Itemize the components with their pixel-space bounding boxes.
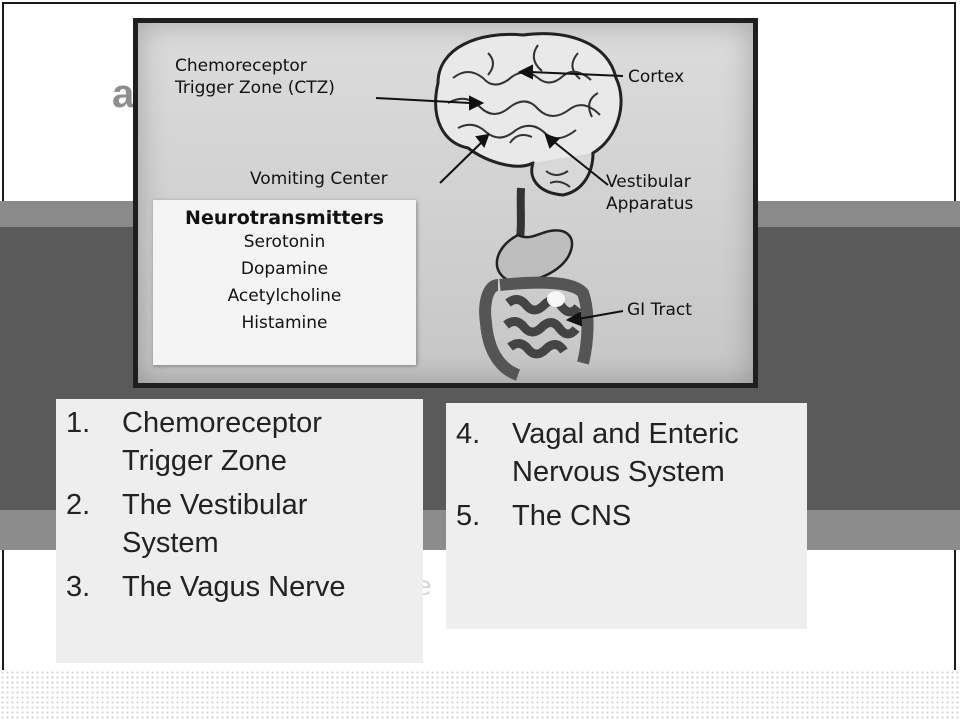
- label-cortex: Cortex: [628, 66, 684, 88]
- list-number: 2.: [66, 486, 90, 524]
- label-vestibular-apparatus: Vestibular Apparatus: [606, 171, 693, 215]
- list-item: 4. Vagal and Enteric Nervous System: [446, 415, 807, 491]
- list-text: Chemoreceptor Trigger Zone: [56, 404, 423, 480]
- label-ctz-text: Chemoreceptor Trigger Zone (CTZ): [175, 56, 335, 98]
- list-number: 4.: [456, 415, 480, 453]
- vomiting-pathways-diagram: Chemoreceptor Trigger Zone (CTZ) Cortex …: [133, 18, 758, 388]
- neurotransmitters-box: Neurotransmitters Serotonin Dopamine Ace…: [153, 200, 416, 365]
- neurotransmitter-item: Serotonin: [153, 229, 416, 256]
- list-text: The Vagus Nerve: [56, 568, 423, 606]
- neurotransmitter-item: Histamine: [153, 310, 416, 337]
- pathway-list-left: 1. Chemoreceptor Trigger Zone 2. The Ves…: [56, 399, 423, 663]
- list-item: 3. The Vagus Nerve: [56, 568, 423, 606]
- list-number: 1.: [66, 404, 90, 442]
- list-text: Vagal and Enteric Nervous System: [446, 415, 807, 491]
- neurotransmitters-title: Neurotransmitters: [153, 207, 416, 229]
- label-gi-tract: GI Tract: [627, 299, 692, 321]
- list-item: 1. Chemoreceptor Trigger Zone: [56, 404, 423, 480]
- neurotransmitter-item: Dopamine: [153, 256, 416, 283]
- list-text: The Vestibular System: [56, 486, 423, 562]
- list-number: 5.: [456, 497, 480, 535]
- slide-title-fragment: a: [112, 72, 134, 117]
- list-item: 2. The Vestibular System: [56, 486, 423, 562]
- neurotransmitter-item: Acetylcholine: [153, 283, 416, 310]
- list-item: 5. The CNS: [446, 497, 807, 535]
- label-ctz: Chemoreceptor Trigger Zone (CTZ): [175, 55, 335, 99]
- list-number: 3.: [66, 568, 90, 606]
- list-text: The CNS: [446, 497, 807, 535]
- dotted-footer: [0, 670, 960, 719]
- brain-illustration: [436, 34, 621, 195]
- gi-tract-illustration: [485, 188, 587, 375]
- pathway-list-right: 4. Vagal and Enteric Nervous System 5. T…: [446, 403, 807, 629]
- label-vomiting-center: Vomiting Center: [250, 168, 388, 190]
